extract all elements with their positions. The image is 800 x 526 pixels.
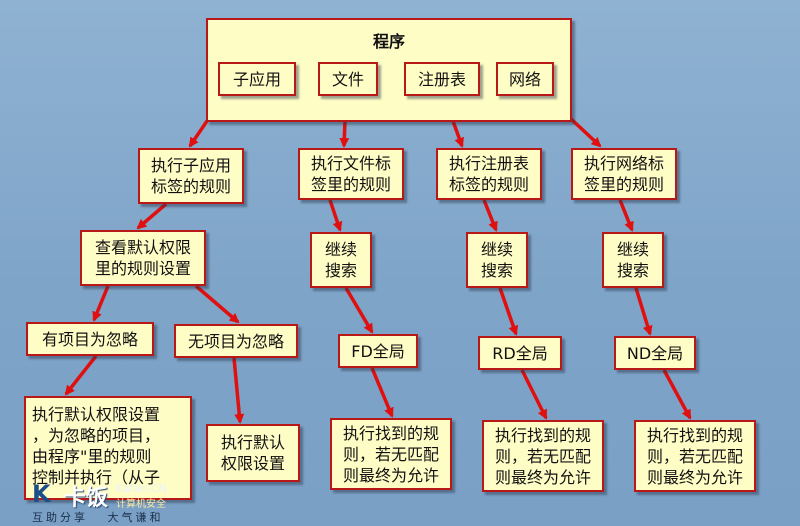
node-rd-global: RD全局 (478, 336, 562, 370)
edge-continue-registry-to-rd (498, 287, 519, 336)
kafan-logo-mark: K (32, 480, 51, 508)
edge-no-ignored-to-exec-default (232, 357, 245, 424)
node-exec-registry-rules: 执行注册表 标签的规则 (436, 148, 542, 200)
edge-tag-network-to-exec (568, 116, 602, 148)
node-view-default-permissions: 查看默认权限 里的规则设置 (80, 230, 206, 286)
program-title: 程序 (372, 32, 405, 51)
kafan-logo-site: Kafan.CN (116, 482, 167, 495)
kafan-logo: K 卡饭 Kafan.CN 计算机安全 互助分享 大气谦和 (30, 478, 220, 524)
edge-rd-to-found (520, 369, 548, 420)
node-nd-global: ND全局 (614, 336, 696, 370)
edge-continue-file-to-fd (344, 287, 374, 334)
node-has-ignored-items: 有项目为忽略 (26, 322, 154, 356)
node-continue-search-file: 继续 搜索 (310, 232, 372, 288)
edge-continue-network-to-nd (634, 287, 653, 336)
edge-view-default-to-no-ignored (194, 284, 240, 324)
edge-exec-registry-to-continue (482, 199, 498, 232)
node-continue-search-network: 继续 搜索 (602, 232, 664, 288)
edge-view-default-to-has-ignored (92, 285, 110, 322)
kafan-logo-subtitle: 计算机安全 (116, 499, 166, 510)
node-exec-network-rules: 执行网络标 签里的规则 (571, 148, 677, 200)
node-exec-file-rules: 执行文件标 签里的规则 (298, 148, 404, 200)
node-exec-found-rule-file: 执行找到的规 则，若无匹配 则最终为允许 (330, 418, 452, 490)
tag-network: 网络 (496, 62, 554, 96)
node-exec-found-rule-network: 执行找到的规 则，若无匹配 则最终为允许 (634, 420, 756, 492)
edge-exec-file-to-continue (328, 199, 343, 232)
node-continue-search-registry: 继续 搜索 (466, 232, 528, 288)
edge-exec-network-to-continue (618, 199, 634, 232)
node-no-ignored-items: 无项目为忽略 (174, 324, 298, 358)
edge-exec-subapp-to-view-default (136, 202, 168, 230)
tag-subapp: 子应用 (218, 62, 296, 96)
node-fd-global: FD全局 (338, 334, 418, 368)
tag-registry: 注册表 (404, 62, 480, 96)
edge-nd-to-found (662, 369, 692, 420)
edge-fd-to-found (370, 367, 394, 418)
tag-file: 文件 (318, 62, 378, 96)
kafan-logo-slogan: 互助分享 大气谦和 (32, 511, 164, 524)
edge-has-ignored-to-exec-default (64, 354, 98, 396)
node-exec-subapp-rules: 执行子应用 标签的规则 (138, 148, 244, 204)
node-exec-default-for-ignored: 执行默认权限设置 ，为忽略的项目， 由程序"里的规则 控制并执行（从子 (24, 396, 192, 500)
node-exec-found-rule-registry: 执行找到的规 则，若无匹配 则最终为允许 (482, 420, 604, 492)
node-exec-default-permissions: 执行默认 权限设置 (206, 424, 300, 482)
kafan-logo-name: 卡饭 (64, 486, 109, 511)
